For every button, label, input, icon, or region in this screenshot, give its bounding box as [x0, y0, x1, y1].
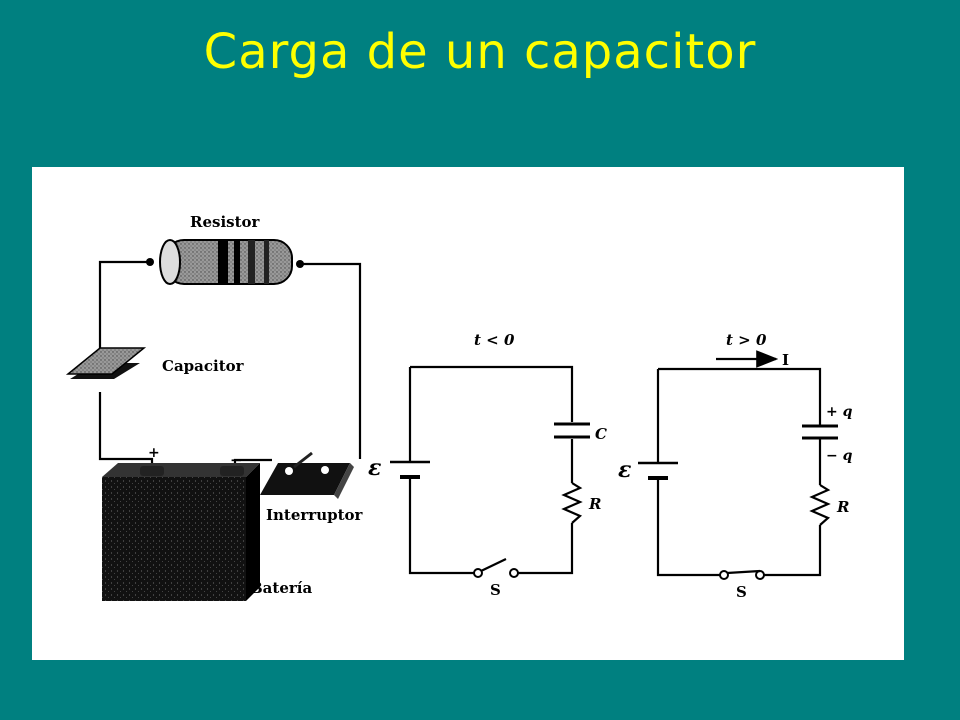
battery-label: Batería — [250, 579, 312, 597]
schematic-before: t < 0 ε C R S — [368, 331, 607, 599]
current-label: I — [782, 351, 789, 369]
schematic-before-wire-top — [410, 365, 574, 422]
schematic-before-wire-left-bottom — [408, 477, 474, 575]
minus-q-label: − q — [826, 448, 853, 464]
resistor-label-after: R — [836, 498, 849, 516]
pictorial-wire-top-right — [300, 262, 362, 459]
switch-component — [260, 451, 354, 499]
pictorial-wire-top — [98, 260, 150, 352]
slide-title: Carga de un capacitor — [203, 24, 757, 80]
capacitor-component — [65, 347, 147, 379]
emf-label-before: ε — [368, 455, 381, 481]
capacitor-label-before: C — [595, 425, 607, 443]
switch-blade-open — [480, 558, 507, 572]
switch-label-before: S — [490, 581, 501, 599]
schematic-before-wire-right-bottom — [518, 523, 574, 575]
switch-contact — [509, 568, 519, 578]
schematic-after-wire-right-bottom — [764, 525, 822, 577]
resistor-label: Resistor — [190, 213, 261, 231]
wire-junction — [296, 260, 304, 268]
switch-contact — [719, 570, 729, 580]
battery-minus-sign: − — [230, 451, 243, 469]
schematic-after: t > 0 I ε + q − q R S — [618, 331, 853, 601]
schematic-after-wire-top — [658, 367, 822, 425]
capacitor-label: Capacitor — [162, 357, 245, 375]
pictorial-circuit: Resistor Capacitor + − Batería Interrupt… — [65, 213, 364, 601]
circuit-diagram: Resistor Capacitor + − Batería Interrupt… — [65, 213, 853, 601]
resistor-label-before: R — [588, 495, 601, 513]
time-label-after: t > 0 — [726, 331, 767, 349]
resistor-symbol-before — [561, 482, 583, 524]
switch-blade-closed — [726, 569, 761, 575]
wire-junction — [146, 258, 154, 266]
plus-q-label: + q — [826, 404, 853, 420]
battery-component — [102, 463, 260, 601]
schematic-after-wire-left-bottom — [656, 478, 720, 577]
resistor-symbol-after — [809, 484, 831, 526]
battery-plus-sign: + — [148, 445, 160, 461]
circuit-figure: Resistor Capacitor + − Batería Interrupt… — [32, 167, 904, 660]
resistor-component — [159, 239, 293, 285]
switch-label-after: S — [736, 583, 747, 601]
emf-label-after: ε — [618, 457, 631, 483]
switch-label: Interruptor — [266, 506, 364, 524]
pictorial-wire-left-bottom — [98, 392, 154, 472]
time-label-before: t < 0 — [474, 331, 515, 349]
switch-contact — [473, 568, 483, 578]
